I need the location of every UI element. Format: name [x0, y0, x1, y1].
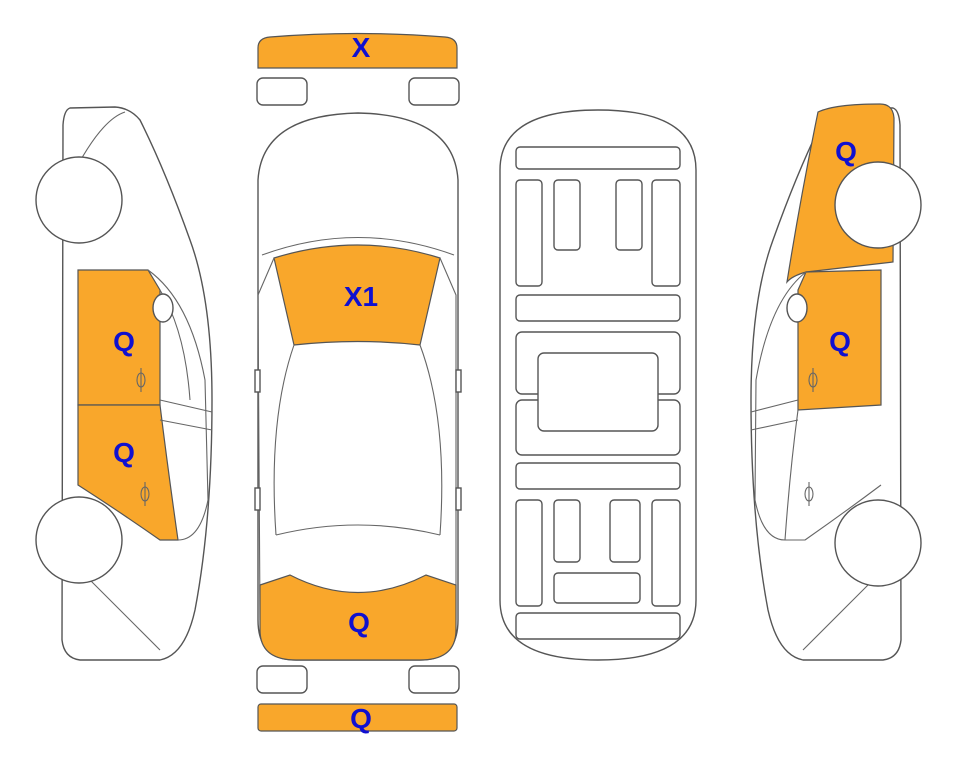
left-front-wheel — [35, 156, 123, 244]
windshield-label: X1 — [344, 281, 378, 312]
right-rear-door-label: Q — [829, 326, 851, 357]
rear-right-light — [408, 665, 460, 694]
underbody-view — [499, 109, 697, 661]
rear-bumper-label: Q — [350, 703, 372, 734]
right-rear-fender-label: Q — [835, 136, 857, 167]
left-rear-door-label: Q — [113, 437, 135, 468]
top-view: X X1 Q Q — [254, 32, 462, 734]
front-bumper-panel[interactable] — [257, 32, 458, 69]
rear-bumper-panel[interactable] — [257, 703, 458, 732]
left-mirror — [152, 293, 174, 323]
rear-window-panel[interactable] — [259, 574, 457, 661]
rear-window-label: Q — [348, 607, 370, 638]
right-front-wheel — [834, 499, 922, 587]
left-side-view: Q Q — [35, 106, 213, 661]
right-rear-wheel — [834, 161, 922, 249]
left-rear-door-panel[interactable] — [77, 404, 179, 541]
front-right-light — [408, 77, 460, 106]
left-rear-wheel — [35, 496, 123, 584]
left-front-door-label: Q — [113, 326, 135, 357]
right-side-view: Q Q — [750, 103, 922, 661]
right-mirror — [786, 293, 808, 323]
underbody-center-panel — [537, 352, 659, 432]
left-front-door-panel[interactable] — [77, 269, 161, 406]
right-rear-door-panel[interactable] — [797, 269, 882, 411]
rear-left-light — [256, 665, 308, 694]
front-bumper-label: X — [352, 32, 371, 63]
front-left-light — [256, 77, 308, 106]
